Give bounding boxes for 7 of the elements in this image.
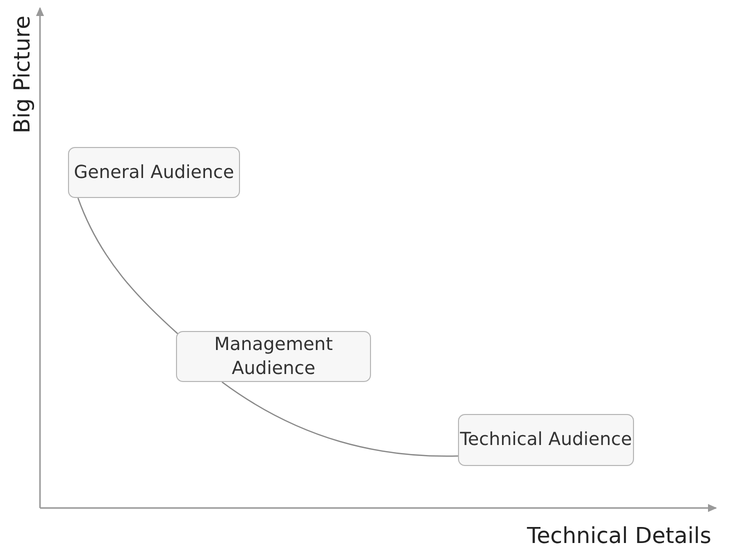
axis-label: Big Picture bbox=[10, 14, 36, 136]
curve-line bbox=[77, 198, 178, 334]
curve-line bbox=[222, 382, 458, 457]
audience-box: Technical Audience bbox=[458, 414, 634, 466]
audience-box: General Audience bbox=[68, 147, 240, 198]
axis-label: Technical Details bbox=[527, 524, 712, 549]
audience-box: Management Audience bbox=[176, 331, 371, 382]
